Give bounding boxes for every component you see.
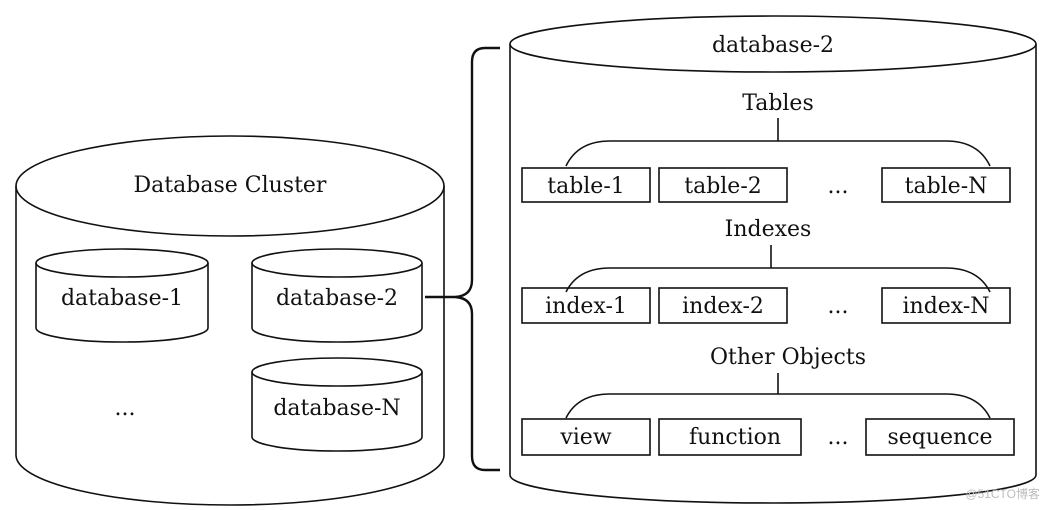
cluster-ellipsis: ... [115,396,136,421]
cluster-cylinder-top [15,135,445,237]
table-N-box [881,167,1011,203]
tables-group [521,118,1011,203]
index-2-box [658,287,788,324]
dbN-label: database-N [273,396,400,421]
other-objects-group [521,373,1015,456]
detail-cylinder [509,15,1037,504]
table-N-label: table-N [905,174,988,199]
indexes-ellipsis: ... [828,294,849,319]
cluster-title: Database Cluster [134,173,327,198]
function-box [658,418,802,456]
dbN-cylinder [251,357,423,452]
tables-brace [565,118,991,167]
sequence-box [865,418,1015,456]
cluster-cylinder [15,135,445,506]
curly-brace-connector [425,46,500,472]
index-2-label: index-2 [682,294,764,319]
table-1-label: table-1 [547,174,625,199]
tables-ellipsis: ... [828,174,849,199]
tables-heading: Tables [742,91,814,116]
table-2-box [658,167,788,203]
index-N-label: index-N [902,294,989,319]
db1-label: database-1 [61,286,183,311]
detail-title: database-2 [712,33,834,58]
view-label: view [559,425,611,450]
index-1-box [521,287,651,324]
detail-cylinder-body [509,44,1037,504]
detail-cylinder-top [509,15,1037,73]
view-box [521,418,651,456]
other-objects-ellipsis: ... [828,425,849,450]
function-label: function [689,425,781,450]
index-1-label: index-1 [545,294,627,319]
db2-cylinder [251,248,423,343]
db1-cylinder [35,248,209,343]
sequence-label: sequence [887,425,992,450]
other-objects-brace [565,373,991,419]
indexes-heading: Indexes [725,217,812,242]
table-2-label: table-2 [684,174,762,199]
cluster-cylinder-body [15,186,445,506]
table-1-box [521,167,651,203]
watermark: @51CTO博客 [965,486,1040,501]
indexes-brace [565,245,991,293]
indexes-group [521,245,1011,324]
other-objects-heading: Other Objects [710,345,866,370]
index-N-box [881,287,1011,324]
db2-label: database-2 [276,286,398,311]
